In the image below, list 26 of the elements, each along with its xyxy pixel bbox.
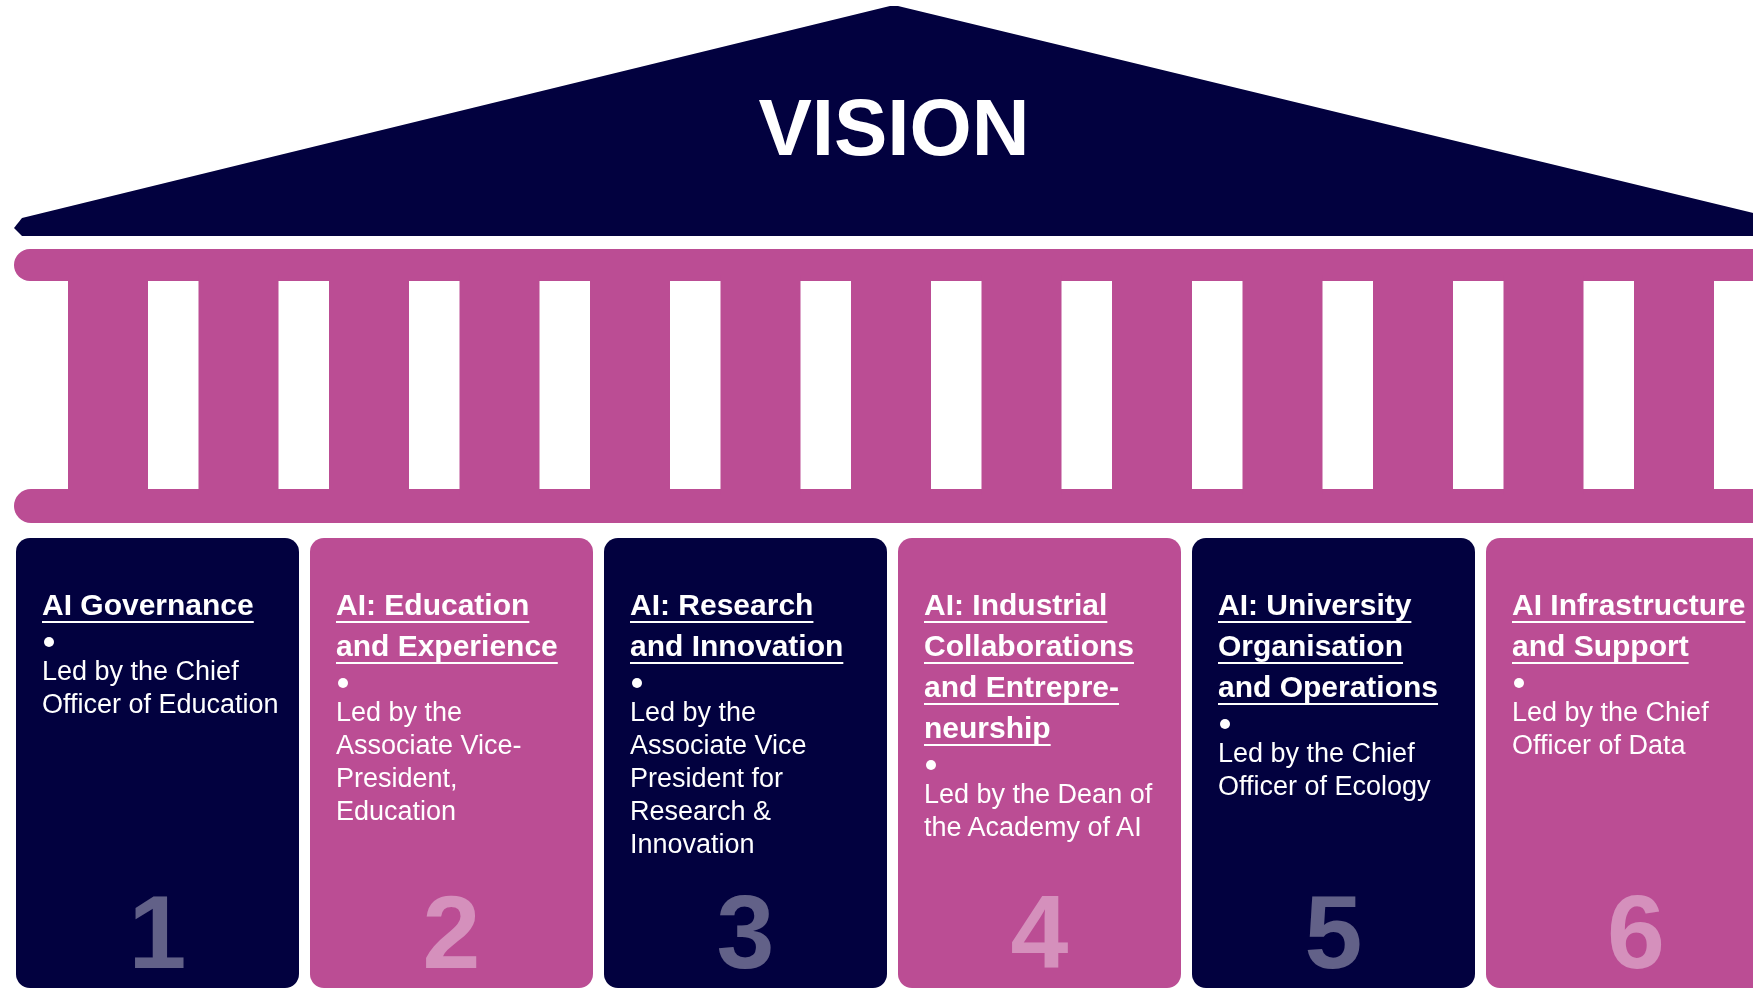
card-heading: AI: Research and Innovation	[630, 588, 844, 662]
pillar-number: 3	[716, 880, 775, 984]
card-heading: AI Infrastructure and Support	[1512, 588, 1746, 662]
pillar-card	[604, 538, 887, 988]
pillar-card	[898, 538, 1181, 988]
leader-text: Led by the Associate Vice-President, Education	[336, 696, 523, 828]
roof-pediment	[14, 6, 1753, 238]
card-heading: AI: Education and Experience	[336, 588, 558, 662]
pillar-card	[16, 538, 299, 988]
pillar-number: 5	[1304, 880, 1363, 984]
card-heading: AI: Industrial Collaborations and Entrepre-neurship	[924, 588, 1134, 744]
pillar-card	[1192, 538, 1475, 988]
leader-text: Led by the Associate Vice President for Research & Innovation	[630, 696, 808, 861]
card-heading: AI: University Organisation and Operations	[1218, 588, 1439, 703]
card-heading: AI Governance	[42, 588, 254, 621]
leader-text: Led by the Chief Officer of Data	[1512, 696, 1710, 762]
roof-title: VISION	[757, 88, 1031, 168]
pillar-number: 4	[1010, 880, 1069, 984]
pillar-card	[1486, 538, 1753, 988]
pillar-number: 6	[1607, 880, 1665, 984]
pillar-number: 2	[422, 880, 481, 984]
pillar-card	[310, 538, 593, 988]
leader-text: Led by the Dean of the Academy of AI	[924, 778, 1154, 844]
leader-text: Led by the Chief Officer of Education	[42, 655, 280, 721]
pillar-number: 1	[128, 880, 187, 984]
leader-text: Led by the Chief Officer of Ecology	[1218, 737, 1432, 803]
